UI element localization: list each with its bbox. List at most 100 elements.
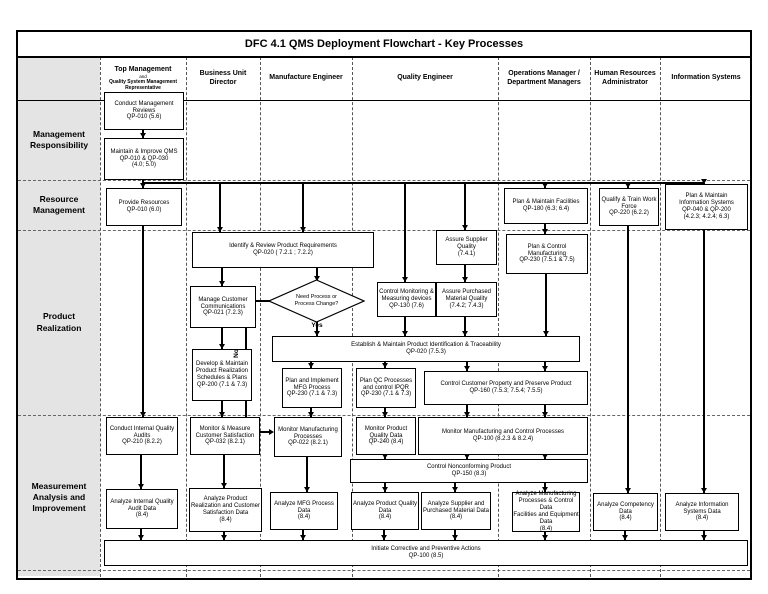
arrowhead — [542, 412, 548, 417]
connector-line — [310, 406, 312, 417]
process-box-line: Manage Customer — [198, 296, 248, 303]
process-box-line: QP-230 (7.1 & 7.3) — [360, 391, 412, 398]
arrowhead — [140, 133, 146, 138]
arrowhead — [625, 183, 631, 188]
process-box-line: (8.4) — [135, 512, 149, 519]
connector-line — [466, 360, 468, 371]
arrowhead — [464, 412, 470, 417]
process-box-line: Analyze Competency — [597, 501, 654, 508]
decision-no-label: No — [232, 349, 240, 358]
process-box-line: Establish & Maintain Product Identificat… — [351, 342, 501, 349]
arrowhead — [308, 412, 314, 417]
process-box-line: QP-010 (5.6) — [126, 114, 162, 121]
process-box-line: QP-220 (6.2.2) — [609, 210, 649, 217]
connector-line — [316, 266, 318, 281]
arrowhead — [402, 331, 408, 336]
connector-line — [140, 453, 142, 489]
connector-line — [302, 528, 304, 540]
arrowhead — [269, 429, 274, 435]
connector-line — [143, 182, 704, 184]
process-box-line: Control Nonconforming Product — [426, 464, 512, 471]
process-box-b18: Control Customer Property and Preserve P… — [424, 371, 588, 405]
arrowhead — [300, 227, 306, 232]
row-separator — [18, 230, 750, 231]
process-box-line: Quality — [457, 244, 476, 251]
process-box-line: (4.0; 5.0) — [131, 162, 156, 169]
process-box-line: Schedules & Plans — [196, 375, 248, 381]
process-box-line: Force — [621, 203, 637, 210]
process-box-line: QP-230 (7.1 & 7.3) — [286, 391, 338, 398]
connector-line — [221, 326, 223, 349]
arrowhead — [701, 535, 707, 540]
process-box-b23: Monitor Manufacturing and Control Proces… — [418, 417, 588, 455]
process-box-line: Audit Data — [127, 505, 157, 512]
arrowhead — [381, 535, 387, 540]
connector-line — [624, 529, 626, 540]
column-header-line: Human Resources — [594, 70, 656, 78]
process-box-line: Analyze Internal Quality — [110, 498, 174, 505]
connector-line — [404, 315, 406, 336]
process-box-line: (7.4.1) — [457, 250, 476, 257]
arrowhead — [625, 488, 631, 493]
process-box-line: Reviews — [132, 107, 156, 114]
process-box-line: Analyze Product Quality — [352, 500, 418, 507]
process-box-line: Audits — [133, 432, 151, 439]
process-box-line: QP-010 (6.0) — [126, 207, 162, 213]
process-box-line: Processes — [293, 433, 322, 440]
process-box-line: QP-240 (8.4) — [368, 439, 404, 446]
arrowhead — [140, 183, 146, 188]
header-separator — [17, 100, 751, 101]
column-header-line: Manufacture Engineer — [269, 74, 343, 82]
connector-line — [221, 399, 223, 417]
process-box-line: QP-040 & QP-200 — [682, 207, 731, 213]
arrowhead — [543, 331, 549, 336]
process-box-line: Product Realization — [195, 368, 249, 375]
process-box-line: Plan QC Processes — [359, 377, 413, 384]
column-separator — [260, 57, 261, 577]
process-box-line: Quality Data — [369, 432, 403, 439]
connector-line — [384, 481, 386, 492]
process-box-line: Customer Satisfaction — [195, 432, 255, 439]
process-box-line: (8.4) — [449, 514, 463, 521]
row-label-line: Measurement — [31, 480, 87, 491]
connector-line — [544, 481, 546, 492]
decision-label-line: Process Change? — [294, 301, 339, 307]
arrowhead — [542, 487, 548, 492]
column-header-line: Representative — [125, 85, 161, 92]
process-box-b15: Establish & Maintain Product Identificat… — [272, 336, 580, 362]
process-box-line: QP-180 (6.3; 6.4) — [522, 206, 570, 212]
process-box-line: Data — [297, 507, 311, 514]
arrowhead — [308, 363, 314, 368]
process-box-line: QP-010 & QP-030 — [119, 155, 169, 162]
arrowhead — [464, 454, 470, 459]
connector-line — [464, 183, 466, 230]
connector-line — [302, 183, 304, 232]
column-separator — [100, 57, 101, 577]
process-box-line: QP-020 (7.5.3) — [406, 349, 446, 355]
process-box-line: Qualify & Train Work — [601, 196, 657, 203]
process-box-line: Monitor Manufacturing and Control Proces… — [441, 429, 565, 436]
process-box-line: Systems Data — [683, 508, 721, 515]
connector-line — [544, 403, 546, 417]
process-box-line: Plan & Control — [527, 243, 567, 250]
process-box-line: Communications — [200, 303, 246, 310]
row-label-line: Resource — [39, 193, 79, 204]
